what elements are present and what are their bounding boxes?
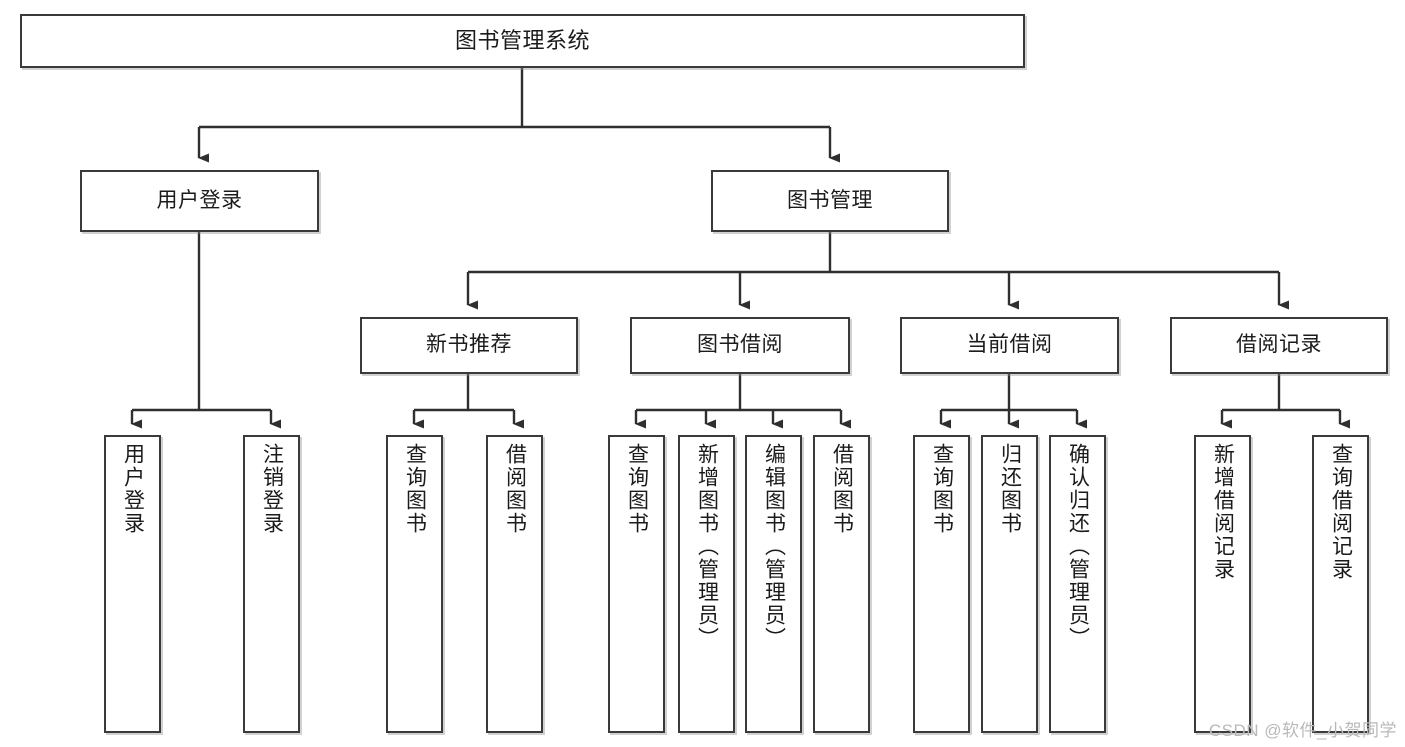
- node-label: 图书管理: [787, 188, 873, 212]
- node-current-borrow[interactable]: 当前借阅: [900, 317, 1119, 374]
- node-label: 查询图书: [625, 443, 649, 535]
- node-book-management[interactable]: 图书管理: [711, 170, 949, 232]
- node-leaf-return-book[interactable]: 归还图书: [981, 435, 1038, 733]
- node-label: 新增借阅记录: [1211, 443, 1235, 581]
- node-leaf-query-book-3[interactable]: 查询图书: [913, 435, 970, 733]
- node-user-login[interactable]: 用户登录: [80, 170, 319, 232]
- node-leaf-borrow-book-2[interactable]: 借阅图书: [813, 435, 870, 733]
- node-label: 查询图书: [403, 443, 427, 535]
- node-label: 图书管理系统: [454, 28, 590, 54]
- node-new-book-recommend[interactable]: 新书推荐: [360, 317, 578, 374]
- node-leaf-add-record[interactable]: 新增借阅记录: [1194, 435, 1251, 733]
- node-label: 当前借阅: [966, 333, 1053, 357]
- node-leaf-borrow-book-1[interactable]: 借阅图书: [486, 435, 543, 733]
- node-system-root[interactable]: 图书管理系统: [20, 14, 1025, 68]
- node-leaf-user-login[interactable]: 用户登录: [104, 435, 161, 733]
- node-label: 借阅记录: [1236, 333, 1322, 357]
- node-label: 用户登录: [156, 188, 243, 212]
- node-leaf-query-book-2[interactable]: 查询图书: [608, 435, 665, 733]
- node-leaf-edit-book[interactable]: 编辑图书（管理员）: [745, 435, 802, 733]
- node-leaf-add-book[interactable]: 新增图书（管理员）: [678, 435, 735, 733]
- node-leaf-logout-login[interactable]: 注销登录: [243, 435, 300, 733]
- node-borrow-record[interactable]: 借阅记录: [1170, 317, 1388, 374]
- node-leaf-confirm-return[interactable]: 确认归还（管理员）: [1049, 435, 1106, 733]
- node-label: 注销登录: [260, 443, 284, 535]
- node-label: 归还图书: [998, 443, 1022, 535]
- watermark: CSDN @软件_小贺同学: [1208, 721, 1397, 740]
- node-label: 新增图书（管理员）: [695, 443, 719, 650]
- node-label: 确认归还（管理员）: [1066, 443, 1090, 650]
- node-label: 新书推荐: [426, 333, 512, 357]
- node-leaf-query-record[interactable]: 查询借阅记录: [1312, 435, 1369, 733]
- node-label: 借阅图书: [503, 443, 527, 535]
- node-label: 查询图书: [930, 443, 954, 535]
- node-leaf-query-book-1[interactable]: 查询图书: [386, 435, 443, 733]
- node-label: 编辑图书（管理员）: [762, 443, 786, 650]
- node-label: 查询借阅记录: [1329, 443, 1353, 581]
- node-label: 借阅图书: [830, 443, 854, 535]
- node-label: 用户登录: [121, 443, 145, 535]
- node-label: 图书借阅: [697, 333, 783, 357]
- node-book-borrow[interactable]: 图书借阅: [630, 317, 850, 374]
